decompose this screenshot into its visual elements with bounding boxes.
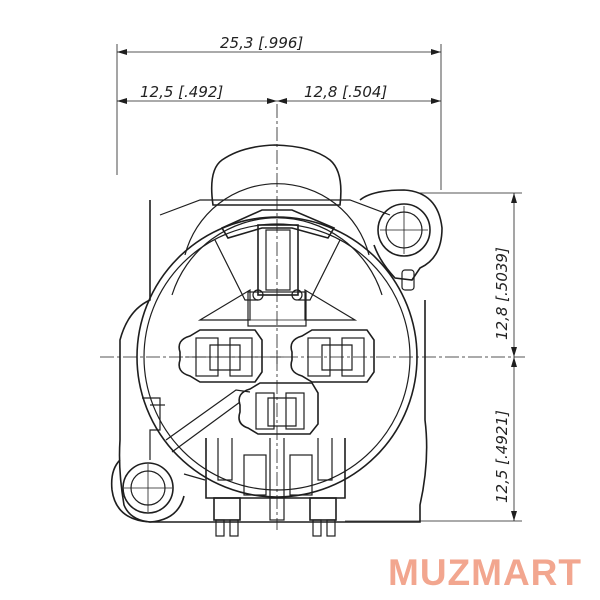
dimension-right-half: 12,8 [.504]	[277, 83, 441, 104]
upper-height-label: 12,8 [.5039]	[493, 247, 511, 340]
left-mounting-ear	[110, 397, 185, 523]
dimension-left-half: 12,5 [.492]	[117, 83, 277, 104]
connector-body	[118, 183, 428, 523]
top-latch	[210, 144, 342, 206]
pcb-pins	[213, 497, 337, 537]
right-half-label: 12,8 [.504]	[304, 83, 387, 101]
center-mark	[270, 350, 284, 364]
dimension-overall-width: 25,3 [.996]	[116, 34, 442, 190]
right-mounting-ear	[359, 189, 443, 291]
right-contact	[290, 329, 375, 383]
dimension-upper-height: 12,8 [.5039]	[420, 192, 522, 357]
dimension-lower-height: 12,5 [.4921]	[345, 357, 522, 522]
overall-width-label: 25,3 [.996]	[220, 34, 303, 52]
brand-logo: MUZMART	[388, 552, 583, 593]
bottom-contact	[238, 382, 319, 435]
left-half-label: 12,5 [.492]	[140, 83, 223, 101]
top-mechanism	[197, 209, 358, 327]
lower-height-label: 12,5 [.4921]	[493, 410, 511, 503]
left-contact	[178, 329, 263, 383]
